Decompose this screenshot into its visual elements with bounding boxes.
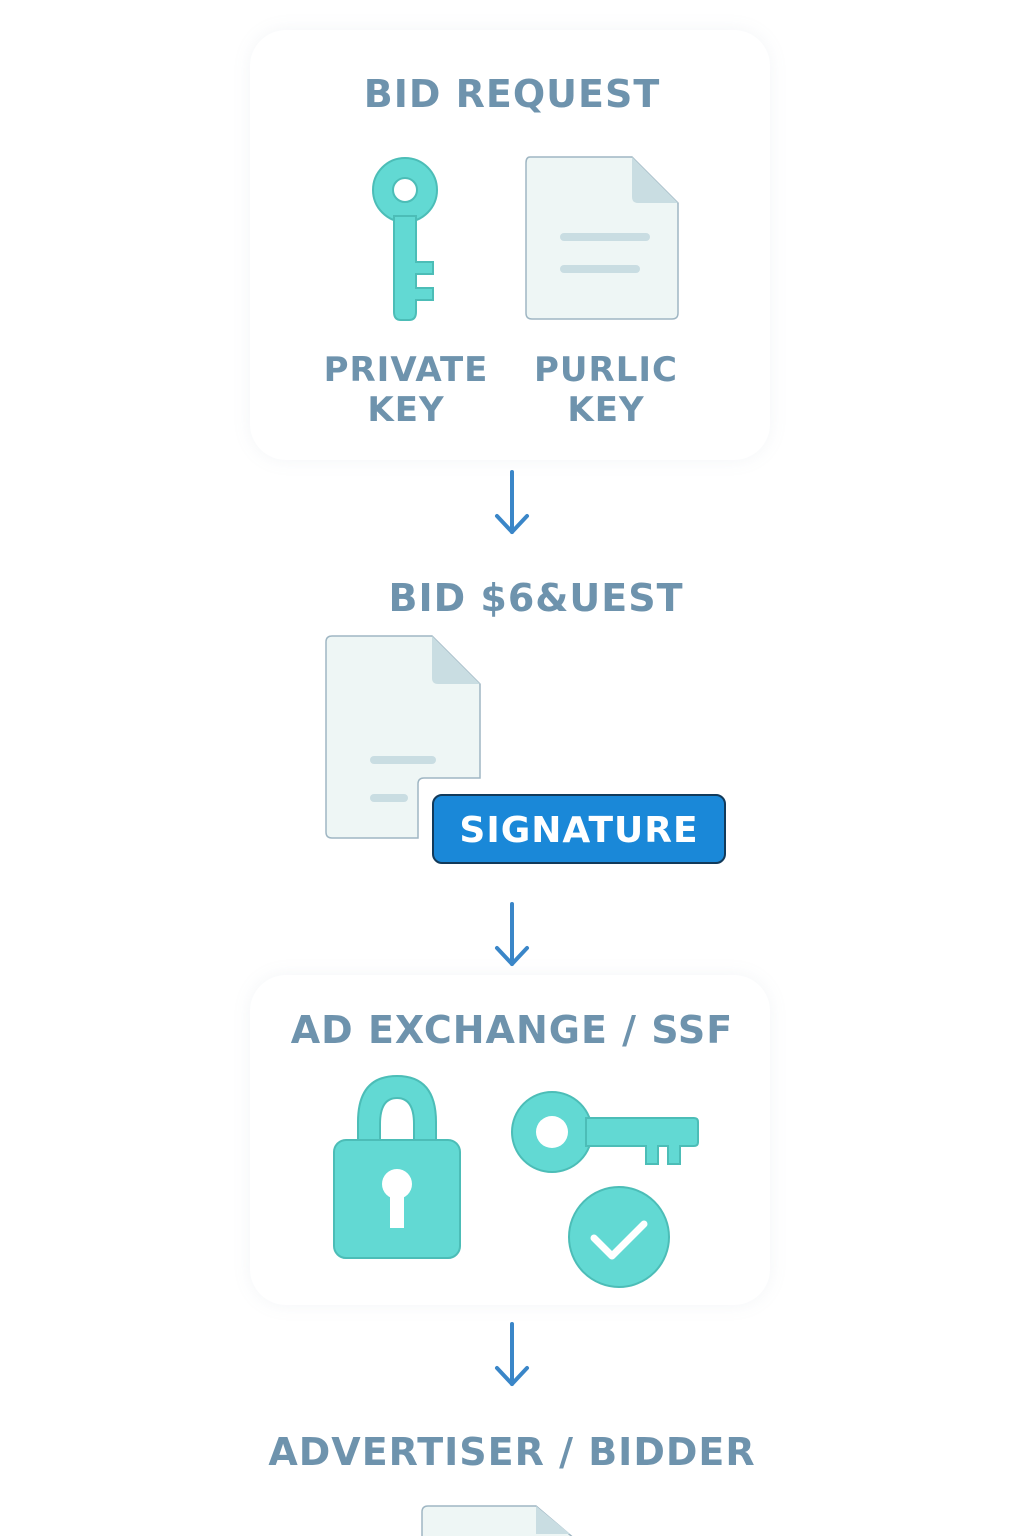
public-key-label: PURLIC KEY xyxy=(534,350,678,430)
arrow-down-icon xyxy=(495,470,529,534)
panel-bid-request xyxy=(250,30,770,460)
document-icon xyxy=(421,1505,573,1536)
private-key-label: PRIVATE KEY xyxy=(323,350,489,430)
signature-badge: SIGNATURE xyxy=(432,794,726,864)
key-icon xyxy=(372,157,438,321)
document-icon xyxy=(525,156,679,320)
step4-title: ADVERTISER / BIDDER xyxy=(268,1430,756,1474)
arrow-down-icon xyxy=(495,1322,529,1386)
step1-title: BID REQUEST xyxy=(363,72,661,116)
check-circle-icon xyxy=(568,1186,670,1288)
key-icon xyxy=(511,1091,699,1173)
padlock-icon xyxy=(333,1074,461,1259)
step3-title: AD EXCHANGE / SSF xyxy=(290,1008,734,1052)
arrow-down-icon xyxy=(495,902,529,966)
step2-title: BID $6&UEST xyxy=(388,576,684,620)
document-icon xyxy=(325,635,481,839)
